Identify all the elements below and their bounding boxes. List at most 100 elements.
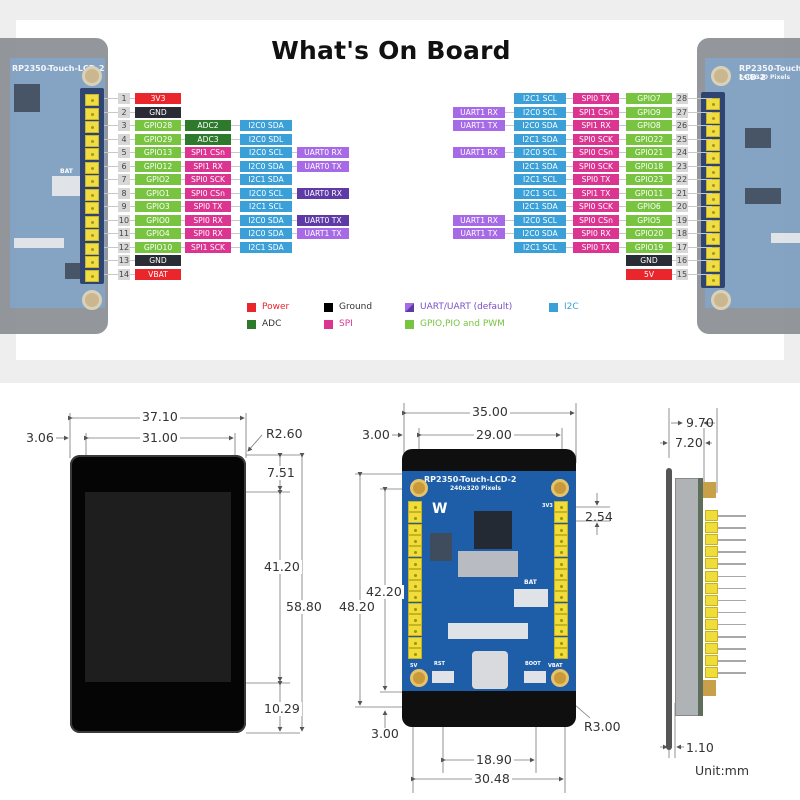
dim-side-depth-body: 7.20 [675,435,703,450]
pin-number: 8 [118,187,130,199]
dim-back-bottom-offset: 3.00 [371,726,399,741]
side-header-pin [705,522,718,534]
rp2350-chip [474,511,512,549]
side-pin-lead [718,599,746,602]
lcd-active-area [85,492,231,682]
bat-label: BAT [524,579,537,586]
pin-header-left [80,88,104,284]
legend-swatch [247,303,256,312]
pin-function-i2c: I2C1 SCL [240,201,292,212]
header-pin [706,111,720,124]
side-header-pin [705,643,718,655]
header-pin [408,501,422,512]
mount-hole [711,66,731,86]
pin-function-i2c: I2C1 SCL [514,241,566,253]
pin-function-spi: SPI1 SCK [185,241,231,253]
dim-back-pin-pitch: 2.54 [585,509,613,524]
chip [65,263,81,279]
side-header-pin [705,582,718,594]
pin-number: 14 [118,268,130,280]
side-pin-lead [718,539,746,541]
header-pin [554,647,568,659]
pin-function-spi: SPI1 TX [573,187,619,199]
header-pin [408,614,422,625]
page-title: What's On Board [271,36,511,65]
pin-function-gpio: GPIO3 [135,201,181,212]
pin-function-i2c: I2C1 SDA [240,241,292,253]
legend-label: GPIO,PIO and PWM [420,319,505,329]
pin-function-power: 3V3 [135,93,181,104]
header-pin [408,636,422,648]
side-header-pin [705,655,718,667]
header-pin [85,256,99,268]
pin-number: 26 [676,120,688,131]
fpc-connector [771,233,800,243]
pin-function-uartd: UART0 RX [297,187,349,199]
dim-back-hole-spacing-y: 42.20 [364,584,404,599]
pin-function-i2c: I2C0 SDA [240,214,292,226]
dim-front-active-height: 41.20 [262,559,302,574]
header-pin [85,134,99,147]
pin-function-gpio: GPIO7 [626,93,672,104]
pcb-side [698,478,703,716]
pin-function-gnd: GND [135,106,181,118]
pin-function-gnd: GND [626,255,672,266]
board-label-left: RP2350-Touch-LCD-2 [12,64,105,73]
header-pin [706,152,720,164]
pin-function-power: VBAT [135,268,181,280]
header-pin [85,269,99,282]
side-pin-lead [718,575,746,577]
pin-function-i2c: I2C1 SCL [514,93,566,104]
boot-button [524,671,546,683]
header-pin [85,215,99,228]
header-pin [706,246,720,259]
side-header-pin [705,570,718,582]
pin-function-gpio: GPIO28 [135,120,181,131]
label-vbat: VBAT [548,663,563,669]
header-pin [408,512,422,524]
side-header-pin [705,606,718,618]
board-back-view: RP2350-Touch-LCD-2 240x320 Pixels 3V3 5V… [402,449,576,727]
dim-front-top-margin: 7.51 [265,465,297,480]
side-header-pin [705,667,718,679]
pin-number: 4 [118,133,130,145]
header-pin [408,568,422,580]
header-pin [408,602,422,614]
pin-function-gpio: GPIO29 [135,133,181,145]
dim-front-width-total: 37.10 [140,409,180,424]
header-pin [554,614,568,625]
header-pin [706,98,720,110]
chip [745,128,771,148]
pin-number: 15 [676,268,688,280]
dim-back-width: 35.00 [470,404,510,419]
header-pin [408,534,422,546]
pin-number: 2 [118,106,130,118]
pin-row-left: 14 VBAT [0,268,360,280]
pin-function-i2c: I2C0 SCL [514,214,566,226]
header-pin [408,647,422,659]
fpc-connector [14,238,64,248]
pin-function-i2c: I2C1 SDA [240,174,292,185]
pin-function-i2c: I2C0 SCL [514,147,566,158]
header-pin [85,242,99,255]
pin-number: 25 [676,133,688,145]
pin-function-spi: SPI0 SCK [573,160,619,172]
dim-back-header-spacing: 30.48 [472,771,512,786]
pin-function-uart: UART1 TX [453,228,505,239]
pin-function-i2c: I2C1 SCL [514,174,566,185]
legend-label: Power [262,302,290,312]
dim-front-total-height: 58.80 [284,599,324,614]
header-pin [706,138,720,151]
side-pin-lead [718,636,746,638]
pin-function-gpio: GPIO2 [135,174,181,185]
pin-function-spi: SPI0 TX [573,241,619,253]
